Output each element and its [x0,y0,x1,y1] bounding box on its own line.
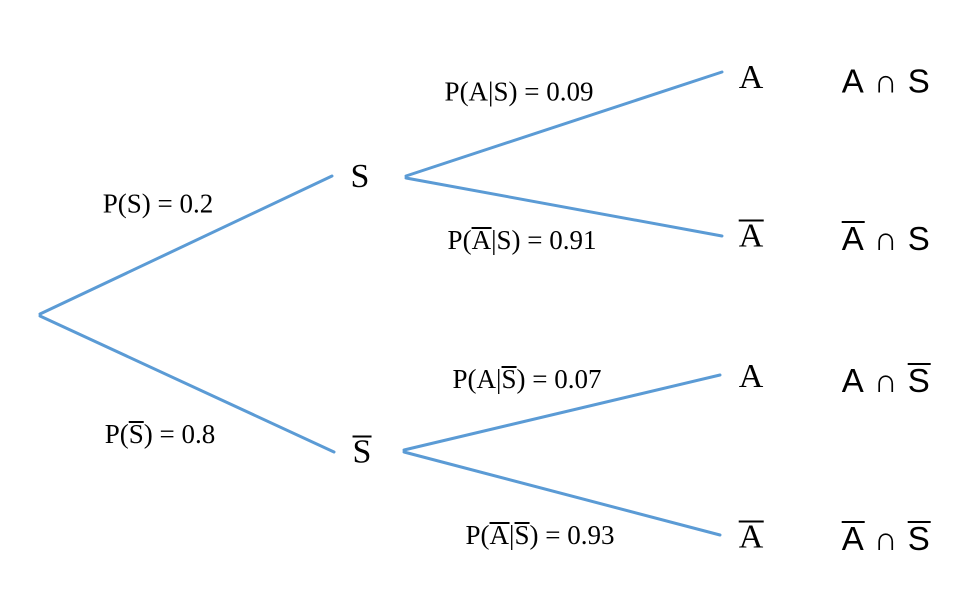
outcome-label-a-bar-and-s: A ∩ S [841,220,931,257]
leaf-label-a-bar-lower: A [738,518,764,556]
branch-label-p-a-given-s: P(A|S) = 0.09 [444,76,594,107]
edge-s-bar-to-a [402,373,722,452]
leaf-label-a-upper: A [738,59,764,96]
edge-root-to-s [38,174,334,316]
node-label-s: S [350,158,370,195]
branch-label-p-a-bar-given-s-bar: P(A|S) = 0.93 [465,520,615,550]
branch-label-p-s: P(S) = 0.2 [102,188,214,219]
edge-s-to-a [404,70,724,178]
branch-label-p-a-given-s-bar: P(A|S) = 0.07 [452,364,602,394]
leaf-label-a-bar-upper: A [738,217,764,255]
leaf-label-a-lower: A [738,358,764,395]
edge-root-to-s-bar [38,314,336,454]
node-label-s-bar: S [352,433,372,471]
outcome-label-a-and-s: A ∩ S [841,62,931,100]
branch-label-p-s-bar: P(S) = 0.8 [104,419,216,449]
outcome-label-a-bar-and-s-bar: A ∩ S [841,520,931,557]
edge-s-bar-to-a-bar [402,450,722,537]
edge-s-to-a-bar [404,176,724,238]
outcome-label-a-and-s-bar: A ∩ S [841,362,931,399]
branch-label-p-a-bar-given-s: P(A|S) = 0.91 [447,225,597,255]
